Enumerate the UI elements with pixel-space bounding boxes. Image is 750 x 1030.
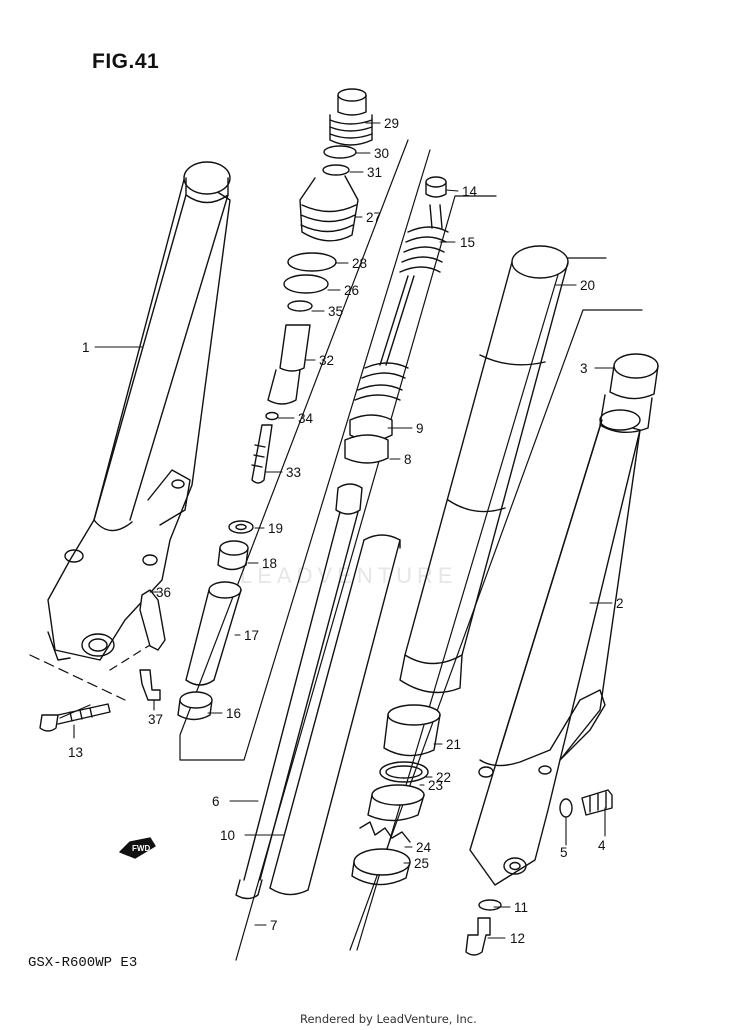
callout-25: 25: [414, 856, 429, 871]
callout-5: 5: [560, 845, 568, 860]
callout-26: 26: [344, 283, 359, 298]
group-frame-lines: [29, 139, 643, 961]
render-credit: Rendered by LeadVenture, Inc.: [300, 1012, 477, 1026]
callout-7: 7: [270, 918, 278, 933]
callout-numbers: 1 2 3 4 5 6 7 8 9 10 11 12 13 14 15 16 1…: [68, 116, 624, 946]
damper-rod-assembly: [235, 414, 401, 900]
callout-31: 31: [367, 165, 382, 180]
callout-15: 15: [460, 235, 475, 250]
fork-outer-tube-right: [469, 409, 641, 886]
callout-33: 33: [286, 465, 301, 480]
cap-bolt-assembly: [251, 88, 373, 484]
fork-outer-tube-left: [47, 161, 231, 661]
callout-9: 9: [416, 421, 424, 436]
rod-nut-and-rebound-spring: [354, 176, 449, 401]
fwd-arrow-icon: FWD: [119, 837, 156, 859]
callout-24: 24: [416, 840, 432, 855]
callout-1: 1: [82, 340, 90, 355]
axle-clamp-bolt-and-bracket: [39, 589, 166, 732]
drain-bolt: [465, 899, 502, 956]
callout-36: 36: [156, 585, 171, 600]
callout-3: 3: [580, 361, 588, 376]
fork-inner-tube: [399, 245, 569, 694]
callout-18: 18: [262, 556, 277, 571]
callout-12: 12: [510, 931, 525, 946]
fwd-label: FWD: [132, 844, 150, 853]
callout-17: 17: [244, 628, 259, 643]
callout-19: 19: [268, 521, 283, 536]
callout-29: 29: [384, 116, 399, 131]
callout-37: 37: [148, 712, 163, 727]
callout-6: 6: [212, 794, 220, 809]
callout-20: 20: [580, 278, 595, 293]
callout-11: 11: [514, 900, 528, 915]
callout-22: 22: [436, 770, 451, 785]
callout-27: 27: [366, 210, 381, 225]
callout-10: 10: [220, 828, 235, 843]
model-code: GSX-R600WP E3: [28, 955, 138, 971]
oil-seal-stack: [351, 704, 441, 886]
callout-8: 8: [404, 452, 412, 467]
callout-30: 30: [374, 146, 389, 161]
callout-14: 14: [462, 184, 478, 199]
callout-23: 23: [428, 778, 443, 793]
fork-upper-bush: [599, 353, 659, 433]
callout-32: 32: [319, 353, 334, 368]
leader-lines: [73, 122, 615, 939]
callout-21: 21: [446, 737, 461, 752]
air-valve: [559, 789, 613, 818]
spring-seat-and-spacer: [177, 520, 254, 721]
callout-28: 28: [352, 256, 367, 271]
callout-35: 35: [328, 304, 343, 319]
figure-label: FIG.41: [92, 50, 160, 73]
callout-2: 2: [616, 596, 624, 611]
callout-34: 34: [298, 411, 314, 426]
callout-4: 4: [598, 838, 606, 853]
callout-13: 13: [68, 745, 83, 760]
callout-16: 16: [226, 706, 241, 721]
